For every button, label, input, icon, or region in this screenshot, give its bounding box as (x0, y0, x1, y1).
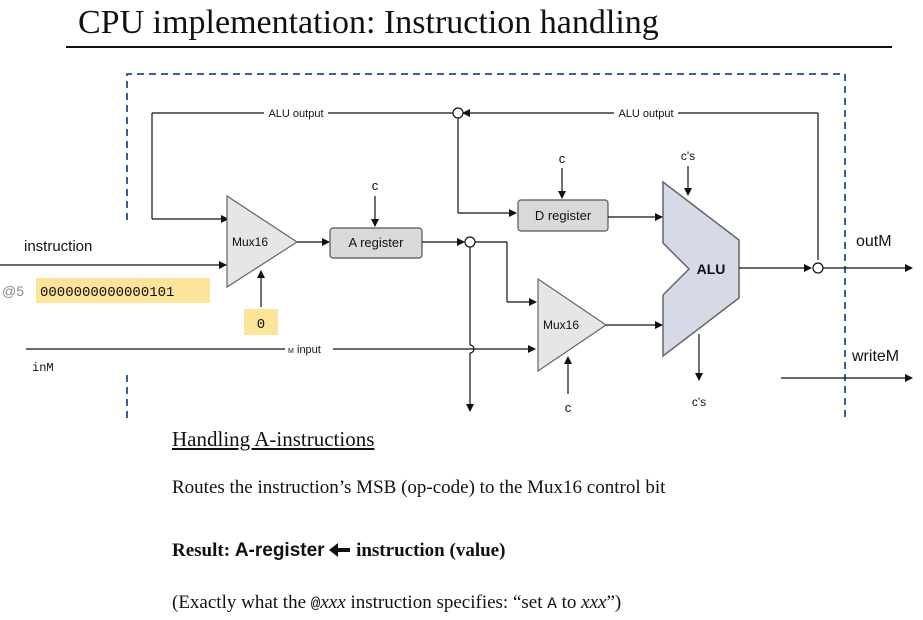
mux16-bottom-label: Mux16 (543, 318, 579, 332)
instruction-label: instruction (24, 238, 92, 255)
result-label: Result: (172, 540, 231, 561)
mux16-top (226, 194, 299, 289)
junction-a-output (464, 236, 476, 248)
exact-to: to (556, 592, 582, 613)
alu-control-top-label: c's (681, 149, 695, 163)
instruction-prefix: @5 (2, 283, 24, 299)
section-heading: Handling A-instructions (172, 427, 375, 451)
exact-xxx2: xxx (581, 592, 607, 613)
result-rest: instruction (value) (356, 540, 506, 561)
alu-label: ALU (697, 261, 726, 277)
a-register-control-label: c (372, 178, 379, 193)
result-a-register: A-register (234, 540, 325, 561)
routes-description: Routes the instruction’s MSB (op-code) t… (172, 477, 666, 498)
alu (662, 180, 740, 358)
exact-line: (Exactly what the @xxx instruction speci… (172, 592, 621, 614)
exact-xxx: xxx (320, 592, 346, 613)
alu-output-label-left: ALU output (268, 108, 323, 120)
mux-control-value: 0 (257, 317, 265, 333)
result-line: Result: A-register instruction (value) (172, 540, 505, 562)
m-input-prefix: M (288, 348, 294, 355)
instruction-value: 0000000000000101 (40, 285, 174, 301)
exact-open: (Exactly what the (172, 592, 311, 613)
inM-label: inM (32, 361, 54, 375)
page-title: CPU implementation: Instruction handling (78, 4, 659, 41)
exact-code: @ (310, 595, 321, 613)
a-register (329, 227, 423, 259)
alu-control-bottom-label: c's (692, 395, 706, 409)
junction-alu-output (452, 107, 464, 119)
mux16-top-label: Mux16 (232, 235, 268, 249)
title-underline (66, 46, 892, 48)
exact-mid: instruction specifies: “set (345, 592, 548, 613)
alu-output-label-right: ALU output (618, 108, 673, 120)
m-input-label: input (297, 344, 321, 356)
a-register-label: A register (349, 235, 405, 250)
a-register-output (422, 238, 537, 412)
junction-outM (812, 262, 824, 274)
exact-a: A (547, 595, 557, 613)
d-register (517, 199, 609, 232)
d-register-control-label: c (559, 151, 566, 166)
instruction-value-highlight (36, 278, 210, 303)
left-arrow-icon (329, 543, 351, 557)
outM-label: outM (856, 233, 892, 250)
mux-bottom-control-label: c (565, 400, 572, 415)
mux-control-highlight (244, 309, 278, 335)
mux16-bottom (537, 277, 608, 373)
d-register-label: D register (535, 208, 592, 223)
cpu-boundary (126, 73, 846, 420)
writeM-label: writeM (851, 348, 899, 365)
exact-close: ”) (606, 592, 622, 613)
